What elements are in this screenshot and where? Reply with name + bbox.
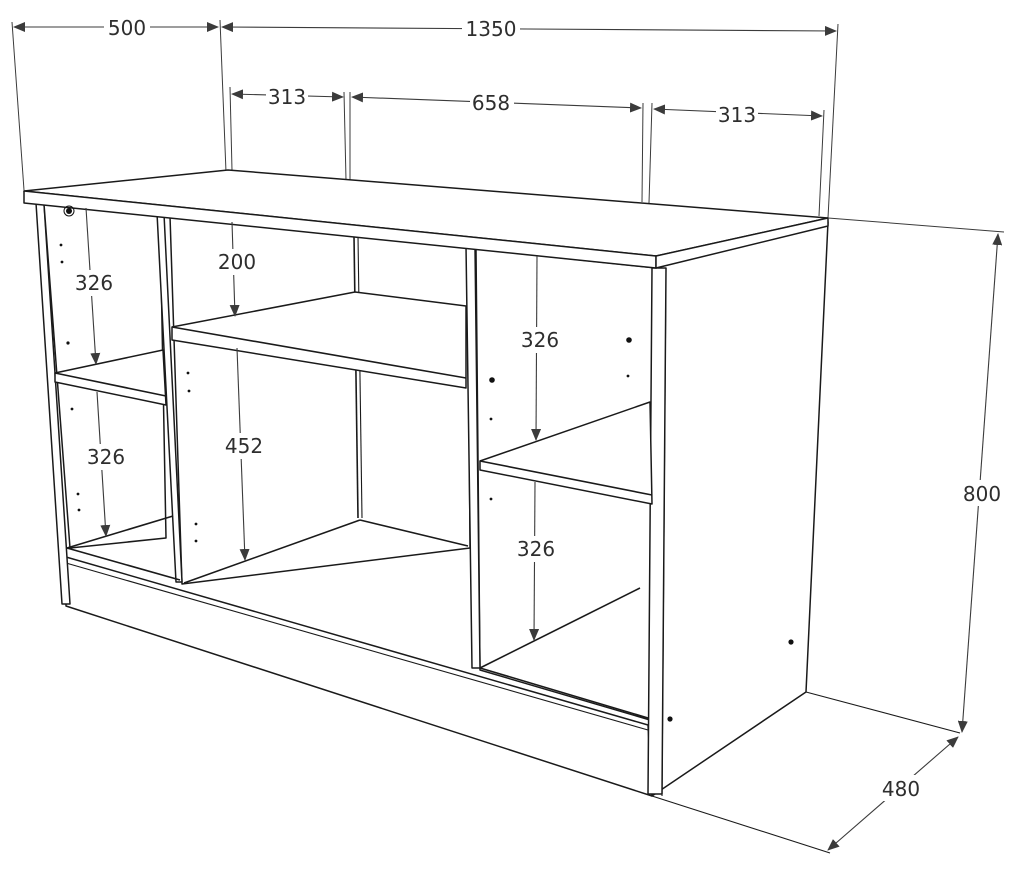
- dim-overall-depth: 480: [827, 736, 959, 851]
- dim-label-800: 800: [963, 482, 1001, 506]
- dim-right-upper: 326: [518, 255, 562, 441]
- dim-label-326-right-lower: 326: [517, 537, 555, 561]
- dim-center-lower: 452: [222, 347, 266, 561]
- dim-right-lower: 326: [514, 481, 558, 641]
- top-slab-side-edge: [655, 217, 829, 269]
- center-shelf: [171, 291, 467, 389]
- dowel-holes: [59, 205, 794, 722]
- cabinet: [23, 169, 961, 854]
- dim-top-center-section: 658: [351, 89, 642, 115]
- back-panel-center: [169, 215, 471, 585]
- dim-label-658: 658: [472, 91, 510, 115]
- dim-label-326-left-lower: 326: [87, 445, 125, 469]
- right-shelf: [479, 401, 653, 505]
- dim-top-left-section: 313: [231, 83, 344, 109]
- dim-label-313-right: 313: [718, 103, 756, 127]
- right-inner-panel: [647, 267, 667, 795]
- dim-center-upper: 200: [216, 221, 260, 317]
- left-shelf: [54, 349, 167, 406]
- dim-left-lower: 326: [85, 391, 129, 537]
- dim-left-upper: 326: [73, 207, 117, 365]
- dim-overall-width: 1350: [221, 15, 837, 41]
- dim-label-452: 452: [225, 434, 263, 458]
- dim-label-313-left: 313: [268, 85, 306, 109]
- dim-label-500: 500: [108, 16, 146, 40]
- dim-label-326-left-upper: 326: [75, 271, 113, 295]
- top-extension-lines: [11, 19, 839, 219]
- dim-label-326-right-upper: 326: [521, 328, 559, 352]
- dim-label-1350: 1350: [466, 17, 517, 41]
- dim-label-200: 200: [218, 250, 256, 274]
- dim-label-480: 480: [882, 777, 920, 801]
- dim-overall-height: 800: [827, 217, 1005, 733]
- dim-offset-left: 500: [13, 14, 219, 40]
- right-side-panel: [651, 221, 829, 797]
- dim-top-right-section: 313: [653, 101, 823, 127]
